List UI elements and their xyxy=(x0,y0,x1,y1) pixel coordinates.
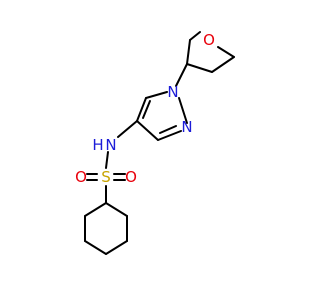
atom-pyrazole-n2: N xyxy=(181,118,192,136)
bond-pz-n2-c3-inner xyxy=(159,125,177,134)
atom-sulfur: S xyxy=(101,168,111,186)
bond-thf-c3-c4 xyxy=(186,39,191,65)
bond-chx-3-4 xyxy=(84,240,107,255)
bond-pz-c5-n1 xyxy=(145,91,168,99)
bond-chx-4-5 xyxy=(105,240,128,255)
atom-amine-n: N xyxy=(105,136,116,154)
bond-pz-n2-c3 xyxy=(157,130,182,141)
atom-sulfonyl-oxygen-left: O xyxy=(75,168,87,186)
atom-pyrazole-n1: N xyxy=(167,83,178,101)
bond-thf-c1-c2 xyxy=(211,56,235,73)
bond-thf-c4-o xyxy=(189,31,201,41)
atom-labels: O N N H N O S O xyxy=(75,31,215,186)
bond-chx-1-2 xyxy=(84,202,107,217)
atom-sulfonyl-oxygen-right: O xyxy=(125,168,137,186)
molecule-structure: O N N H N O S O xyxy=(75,31,235,255)
bond-pz-c4-c5-inner xyxy=(142,100,151,119)
bond-thf-c2-c3 xyxy=(186,63,213,73)
bond-pz-c3-c4 xyxy=(136,120,159,141)
bond-pz-c4-c5 xyxy=(136,97,147,122)
bond-thf-o-c1 xyxy=(217,46,235,58)
atom-amine-h: H xyxy=(92,136,103,154)
bond-chx-6-1 xyxy=(105,202,128,217)
bond-pz-nh xyxy=(117,120,138,138)
atom-thf-oxygen: O xyxy=(203,31,215,49)
bond-thf-pyrazole xyxy=(175,63,188,87)
bond-pz-n1-n2 xyxy=(178,97,188,124)
bond-nh-s xyxy=(105,151,109,169)
bonds xyxy=(84,31,235,255)
